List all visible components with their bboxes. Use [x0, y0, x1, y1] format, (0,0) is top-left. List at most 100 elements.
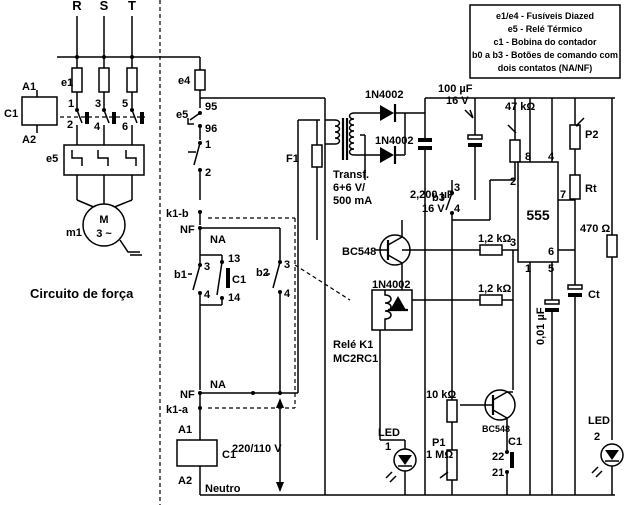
fuse-t: [126, 67, 138, 93]
b3-terminal-3: 3: [454, 182, 460, 194]
phase-t-label: T: [128, 0, 136, 13]
terminal-95: 95: [205, 101, 217, 113]
pot-p2: [569, 124, 581, 150]
res-47k-label: 47 kΩ: [505, 101, 535, 113]
cap-001uf: [544, 299, 560, 305]
diode1-label: 1N4002: [365, 89, 404, 101]
cap-2200uf: [418, 138, 432, 142]
fuse-s: [98, 67, 110, 93]
terminal-4: 4: [94, 121, 101, 133]
neutro-label: Neutro: [205, 483, 241, 495]
b3-terminal-4: 4: [454, 203, 461, 215]
b1-terminal-4: 4: [204, 289, 211, 301]
motor-m1: [82, 203, 126, 247]
coil-a2-ctrl: A2: [178, 475, 192, 487]
fuse-e1-label: e1: [61, 77, 73, 89]
fuse-e4: [194, 69, 206, 91]
fuse-e4-label: e4: [178, 75, 191, 87]
pin5-label: 5: [548, 263, 554, 275]
ic-555-label: 555: [526, 207, 550, 223]
c1-terminal-22: 22: [492, 451, 504, 463]
res-10k-label: 10 kΩ: [426, 389, 456, 401]
k1b-label: k1-b: [166, 208, 189, 220]
pin7-label: 7: [560, 189, 566, 201]
relay-label: Relé K1: [333, 339, 373, 351]
cap-100uf-voltage: 16 V: [446, 95, 469, 107]
ct-label: Ct: [588, 289, 600, 301]
led1-label: LED: [378, 427, 400, 439]
terminal-2: 2: [67, 119, 73, 131]
diode3-label: 1N4002: [372, 279, 411, 291]
terminal-1: 1: [68, 98, 74, 110]
legend-line-2: e5 - Relé Térmico: [508, 24, 583, 34]
nf2-label: NF: [180, 389, 195, 401]
terminal-6: 6: [122, 121, 128, 133]
res-rt: [569, 174, 581, 200]
c1-terminal-13: 13: [228, 253, 240, 265]
legend: e1/e4 - Fusíveis Diazed e5 - Relé Térmic…: [469, 4, 621, 79]
cap-2200-voltage: 16 V: [422, 203, 445, 215]
contactor-coil-c1: [21, 96, 58, 126]
terminal-96: 96: [205, 123, 217, 135]
pin8-label: 8: [525, 151, 531, 163]
legend-line-3: c1 - Bobina do contador: [493, 37, 597, 47]
pin2-label: 2: [510, 176, 516, 188]
res-470: [606, 234, 618, 258]
relay-e5-label: e5: [176, 109, 188, 121]
ground-icon: [119, 239, 142, 256]
res-10k: [446, 399, 458, 423]
diode2-label: 1N4002: [375, 135, 414, 147]
led2-number: 2: [594, 431, 600, 443]
phase-lines: R S T: [57, 0, 200, 70]
b2-label: b2: [256, 267, 269, 279]
c1-nf-label: C1: [508, 436, 522, 448]
cap-100uf-label: 100 µF: [438, 83, 473, 95]
motor-label: M: [99, 214, 108, 226]
b1-terminal-3: 3: [204, 261, 210, 273]
pin3-label: 3: [510, 237, 516, 249]
k1a-label: k1-a: [166, 404, 189, 416]
power-circuit-title: Circuito de força: [30, 286, 134, 301]
res-1k2-a-label: 1,2 kΩ: [478, 233, 511, 245]
thermal-relay-e5: [63, 144, 145, 176]
relay-model-label: MC2RC1: [333, 353, 378, 365]
pin6-label: 6: [548, 246, 554, 258]
res-1k2-b: [479, 294, 503, 306]
pin1-label: 1: [525, 263, 531, 275]
phase-s-label: S: [100, 0, 109, 13]
power-circuit: e1 1 3 5 2 4 6 e5 M 3 ~: [4, 67, 145, 301]
terminal-5: 5: [122, 98, 128, 110]
res-47k: [509, 139, 521, 163]
transistor1-label: BC548: [342, 246, 376, 258]
transformer-voltage: 6+6 V/: [333, 182, 365, 194]
coil-c1-label: C1: [4, 108, 18, 120]
c1-contact-label: C1: [232, 274, 246, 286]
timer-circuit: Transf. 6+6 V/ 500 mA 1N4002 1N4002 2,20…: [325, 83, 624, 495]
rt-label: Rt: [585, 183, 597, 195]
terminal-1-ctrl: 1: [205, 139, 211, 151]
b2-terminal-3: 3: [284, 259, 290, 271]
legend-line-1: e1/e4 - Fusíveis Diazed: [496, 11, 594, 21]
res-1k2-a: [479, 244, 503, 256]
led2-label: LED: [588, 415, 610, 427]
p1-value: 1 MΩ: [426, 449, 453, 461]
fuse-f1: [311, 144, 323, 168]
diode-1n4002-b: [380, 147, 394, 163]
p1-label: P1: [432, 437, 445, 449]
thermal-relay-label: e5: [46, 153, 58, 165]
na1-label: NA: [210, 234, 226, 246]
control-circuit: e4 95 e5 96 1 2 k1-b NF NA b1 3 4: [166, 57, 615, 496]
transistor2-label: BC548: [482, 424, 510, 434]
transformer-current: 500 mA: [333, 195, 372, 207]
cap-2200-label: 2,200 µF: [410, 189, 454, 201]
c1-terminal-14: 14: [228, 292, 241, 304]
voltage-label: 220/110 V: [232, 443, 282, 455]
diode-1n4002-a: [380, 105, 394, 121]
coil-a1-label: A1: [22, 81, 36, 93]
res-470-label: 470 Ω: [580, 223, 610, 235]
transformer-label: Transf.: [333, 169, 369, 181]
terminal-3: 3: [95, 98, 101, 110]
fuse-r: [71, 67, 83, 93]
